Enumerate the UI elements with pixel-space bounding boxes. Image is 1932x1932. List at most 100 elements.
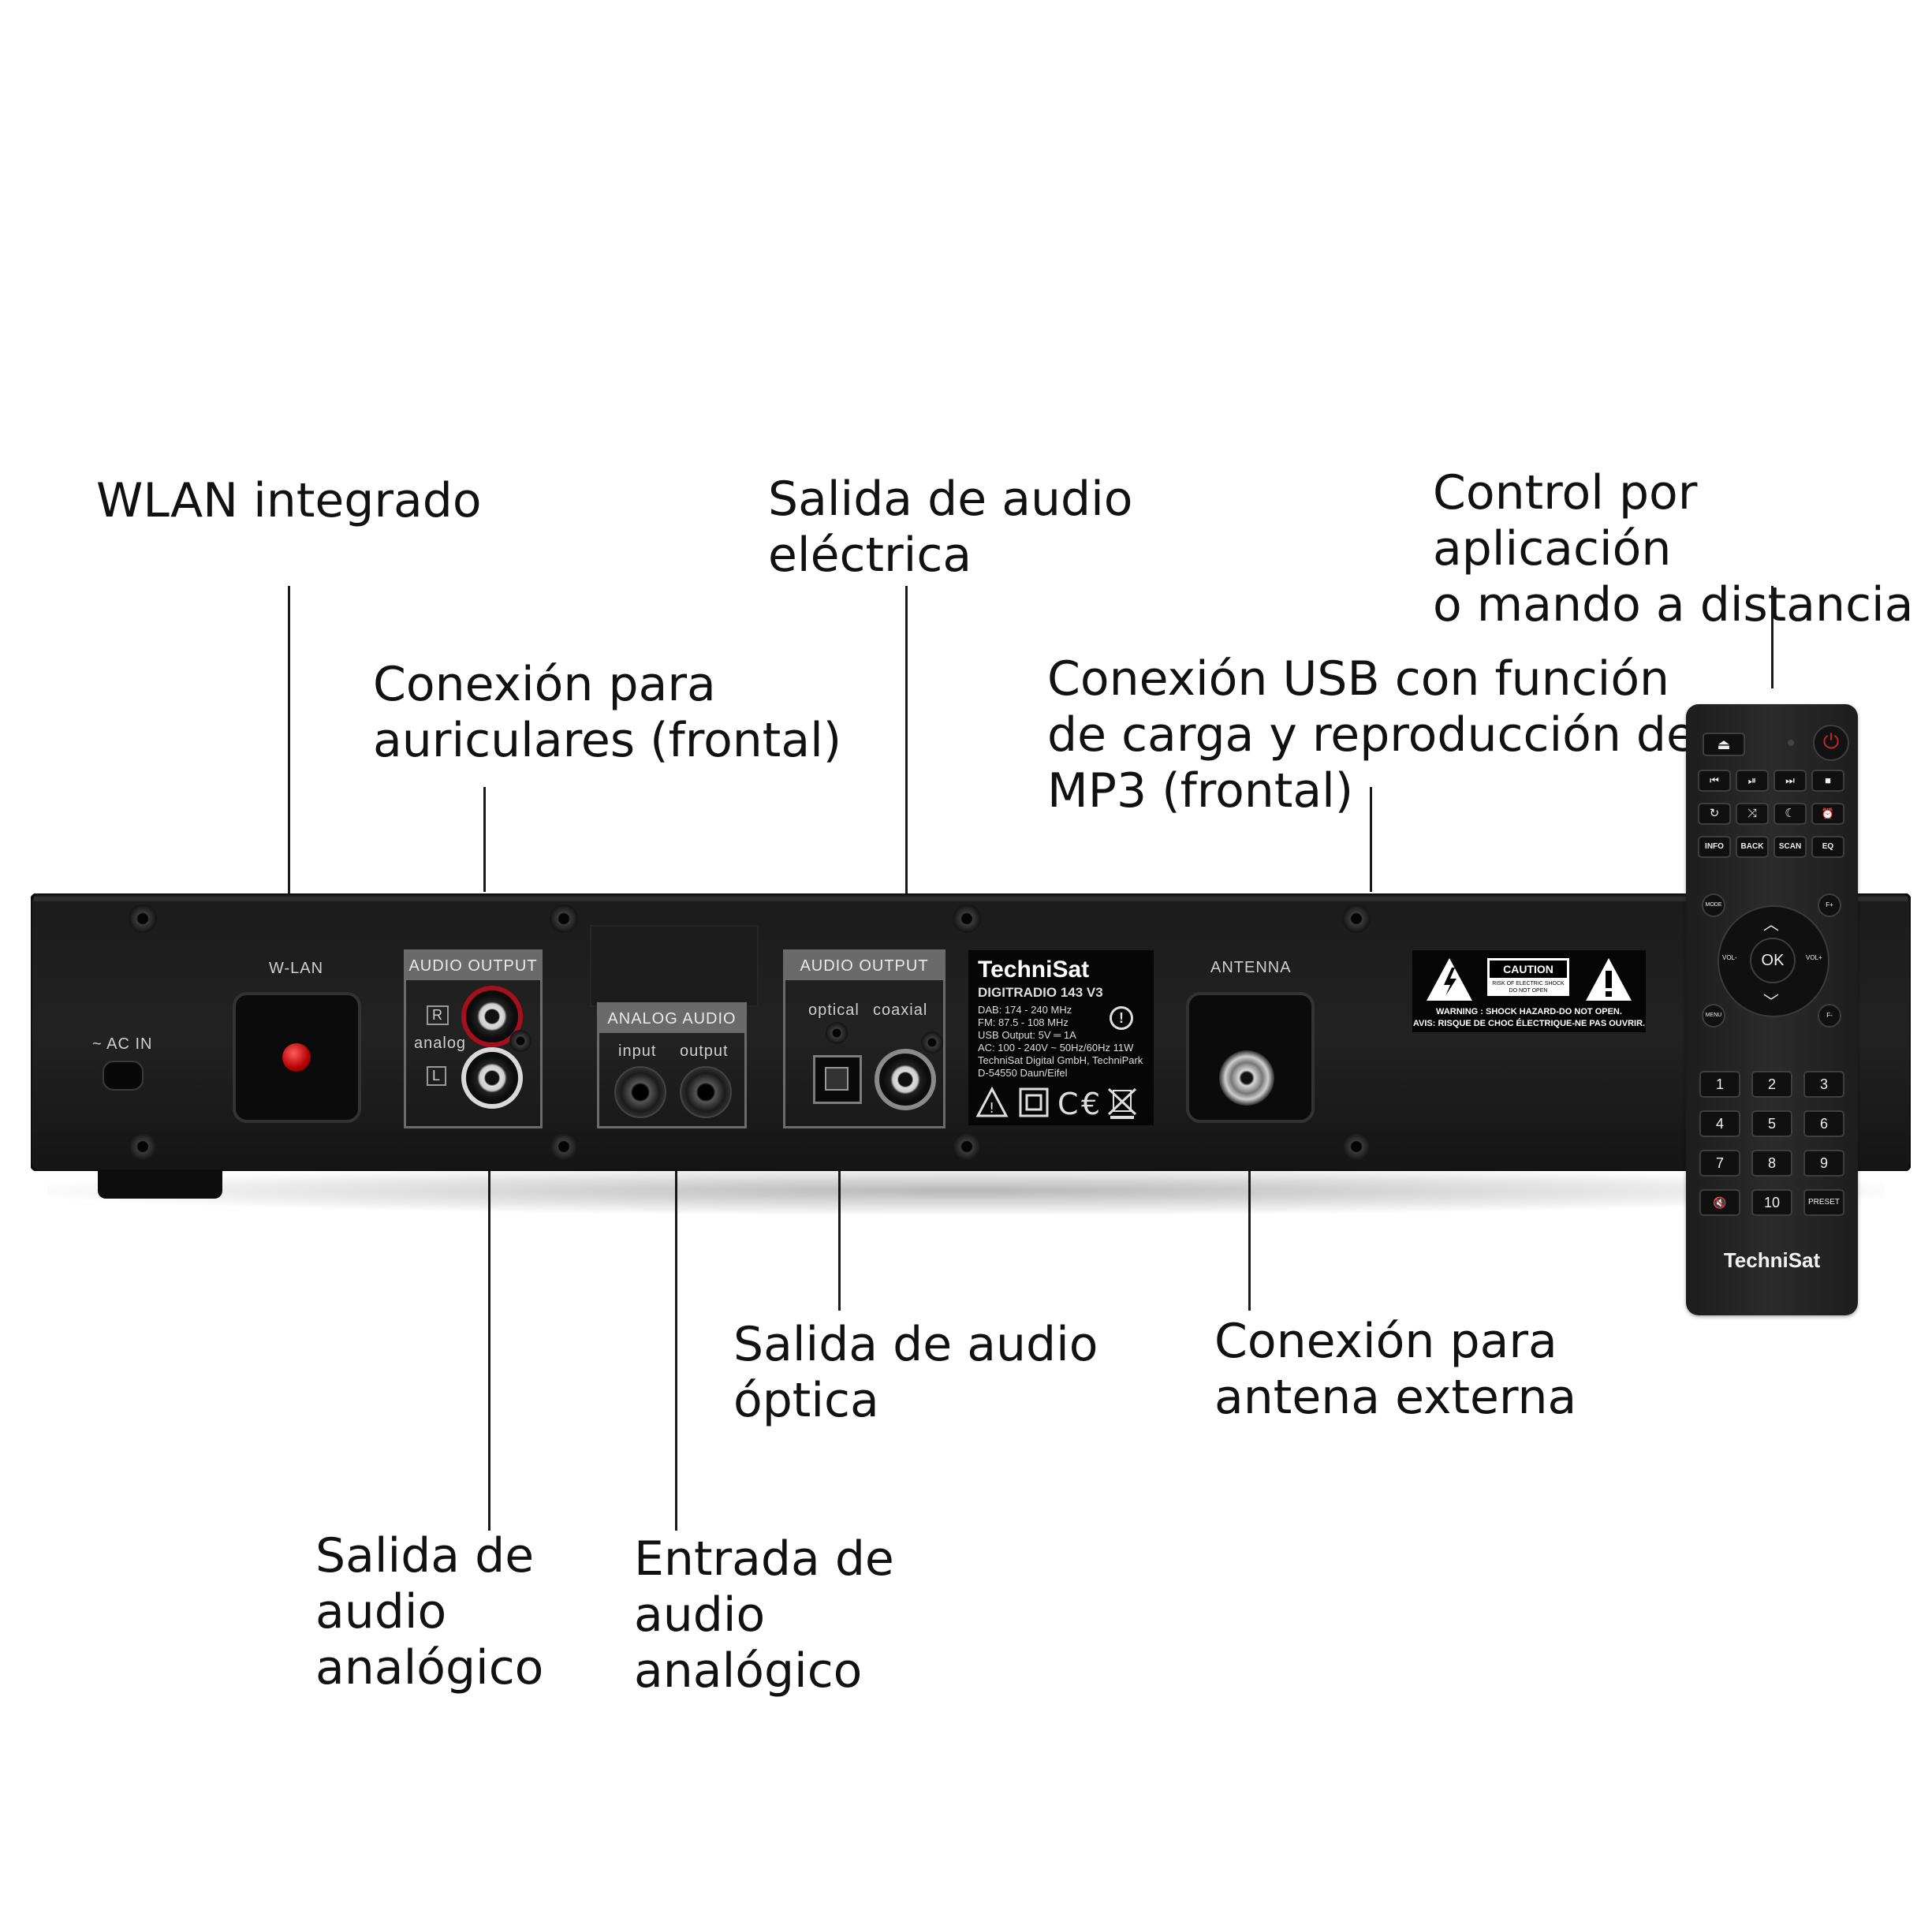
ground-screw: [509, 1030, 531, 1052]
analog-audio-header: ANALOG AUDIO: [599, 1005, 744, 1033]
stop-button[interactable]: ■: [1811, 770, 1844, 792]
analog-output-label: output: [680, 1042, 729, 1060]
back-button[interactable]: BACK: [1736, 836, 1769, 858]
ok-button[interactable]: OK: [1750, 938, 1796, 983]
screw: [129, 904, 157, 933]
leader-antenna: [1248, 1112, 1251, 1311]
leader-electrical-out: [905, 586, 908, 1039]
coaxial-output[interactable]: [875, 1049, 936, 1110]
screw: [953, 1132, 981, 1161]
leader-control: [1771, 586, 1773, 688]
navigation-ring: ︿ ﹀ VOL- VOL+ OK: [1718, 905, 1829, 1017]
rating-model: DIGITRADIO 143 V3: [978, 985, 1103, 1000]
scan-button[interactable]: SCAN: [1773, 836, 1807, 858]
rating-brand: TechniSat: [978, 957, 1090, 983]
svg-text:!: !: [989, 1100, 994, 1117]
recessed-plate: [590, 925, 759, 1007]
number-button-8[interactable]: 8: [1751, 1150, 1792, 1177]
wlan-label: W-LAN: [269, 960, 324, 977]
rca-left-output[interactable]: [461, 1047, 523, 1109]
caution-title: CAUTION: [1490, 960, 1567, 978]
shuffle-button[interactable]: ⤨: [1736, 803, 1769, 825]
ac-in-socket[interactable]: [103, 1061, 144, 1091]
prev-button[interactable]: ⏮: [1698, 770, 1731, 792]
digital-output-header: AUDIO OUTPUT: [785, 952, 943, 980]
number-button-1[interactable]: 1: [1699, 1071, 1740, 1098]
number-button-6[interactable]: 6: [1803, 1110, 1844, 1137]
analog-input-label: input: [618, 1042, 657, 1060]
callout-control: Control por aplicación o mando a distanc…: [1433, 465, 1914, 632]
caution-label: CAUTION RISK OF ELECTRIC SHOCK DO NOT OP…: [1412, 950, 1646, 1032]
rating-line: FM: 87.5 - 108 MHz: [978, 1016, 1069, 1028]
number-button-5[interactable]: 5: [1751, 1110, 1792, 1137]
number-button-7[interactable]: 7: [1699, 1150, 1740, 1177]
warning-fr: AVIS: RISQUE DE CHOC ÉLECTRIQUE-NE PAS O…: [1412, 1019, 1646, 1028]
antenna-socket[interactable]: [1186, 992, 1315, 1123]
eject-button[interactable]: ⏏: [1703, 733, 1745, 756]
rating-label: TechniSat DIGITRADIO 143 V3 DAB: 174 - 2…: [968, 950, 1154, 1125]
caution-sub2: DO NOT OPEN: [1509, 988, 1548, 994]
f-plus-button[interactable]: F+: [1818, 893, 1841, 917]
callout-wlan: WLAN integrado: [96, 473, 482, 528]
audio-output-header: AUDIO OUTPUT: [406, 952, 540, 980]
remote-ir-led-icon: [1788, 740, 1794, 746]
nav-up-button[interactable]: ︿: [1763, 915, 1779, 934]
leader-usb: [1370, 787, 1372, 892]
callout-analog-in: Entrada de audio analógico: [634, 1531, 894, 1699]
coaxial-label: coaxial: [873, 1001, 928, 1019]
rca-l-label: L: [427, 1066, 447, 1086]
menu-button[interactable]: MENU: [1702, 1004, 1725, 1028]
power-button[interactable]: ⏻: [1813, 725, 1849, 761]
alarm-button[interactable]: ⏰: [1811, 803, 1844, 825]
screw: [953, 904, 981, 933]
rating-line: D-54550 Daun/Eifel: [978, 1067, 1068, 1079]
digital-output-box: AUDIO OUTPUT: [783, 949, 945, 1128]
f-minus-button[interactable]: F-: [1818, 1004, 1841, 1028]
info-icon: !: [1110, 1006, 1133, 1030]
vol-minus-button[interactable]: VOL-: [1722, 954, 1737, 961]
leader-wlan: [288, 586, 290, 939]
sleep-button[interactable]: ☾: [1773, 803, 1807, 825]
repeat-button[interactable]: ↻: [1698, 803, 1731, 825]
leader-analog-in: [675, 1107, 677, 1531]
preset-button[interactable]: PRESET: [1803, 1189, 1844, 1216]
mute-button[interactable]: 🔇: [1699, 1189, 1740, 1216]
warning-en: WARNING : SHOCK HAZARD-DO NOT OPEN.: [1436, 1007, 1622, 1016]
leader-headphones: [483, 787, 486, 892]
wlan-antenna-socket[interactable]: [233, 992, 361, 1123]
number-button-10[interactable]: 10: [1751, 1189, 1792, 1216]
number-button-4[interactable]: 4: [1699, 1110, 1740, 1137]
vol-plus-button[interactable]: VOL+: [1806, 954, 1822, 961]
number-button-9[interactable]: 9: [1803, 1150, 1844, 1177]
optical-toslink-port[interactable]: [813, 1055, 862, 1104]
info-button[interactable]: INFO: [1698, 836, 1731, 858]
shock-warning-icon: [1427, 958, 1472, 1001]
analog-output-jack[interactable]: [680, 1066, 732, 1118]
callout-analog-out: Salida de audio analógico: [315, 1528, 544, 1695]
caution-box: CAUTION RISK OF ELECTRIC SHOCK DO NOT OP…: [1487, 958, 1569, 996]
optical-label: optical: [808, 1001, 860, 1019]
mode-button[interactable]: MODE: [1702, 893, 1725, 917]
remote-brand-logo: TechniSat: [1723, 1248, 1821, 1272]
rating-line: USB Output: 5V ═ 1A: [978, 1029, 1076, 1041]
callout-electrical-out: Salida de audio eléctrica: [768, 472, 1133, 583]
exclamation-warning-icon: [1586, 958, 1632, 1001]
callout-usb: Conexión USB con función de carga y repr…: [1047, 651, 1695, 819]
screw: [1342, 1132, 1371, 1161]
rating-line: AC: 100 - 240V ~ 50Hz/60Hz 11W: [978, 1042, 1134, 1054]
play-pause-button[interactable]: ⏯: [1736, 770, 1769, 792]
rca-right-output[interactable]: [461, 986, 523, 1047]
remote-control: ⏏ ⏻ ⏮ ⏯ ⏭ ■ ↻ ⤨ ☾ ⏰ INFO BACK SCAN EQ MO…: [1686, 704, 1858, 1315]
callout-optical-out: Salida de audio óptica: [733, 1317, 1098, 1428]
screw: [550, 904, 578, 933]
number-button-2[interactable]: 2: [1751, 1071, 1792, 1098]
svg-text:€: €: [1081, 1087, 1100, 1121]
nav-down-button[interactable]: ﹀: [1763, 992, 1779, 1011]
rating-line: TechniSat Digital GmbH, TechniPark: [978, 1054, 1143, 1066]
next-button[interactable]: ⏭: [1773, 770, 1807, 792]
eq-button[interactable]: EQ: [1811, 836, 1844, 858]
analog-input-jack[interactable]: [614, 1066, 666, 1118]
screw: [550, 1132, 578, 1161]
analog-output-box: AUDIO OUTPUT: [404, 949, 543, 1128]
number-button-3[interactable]: 3: [1803, 1071, 1844, 1098]
